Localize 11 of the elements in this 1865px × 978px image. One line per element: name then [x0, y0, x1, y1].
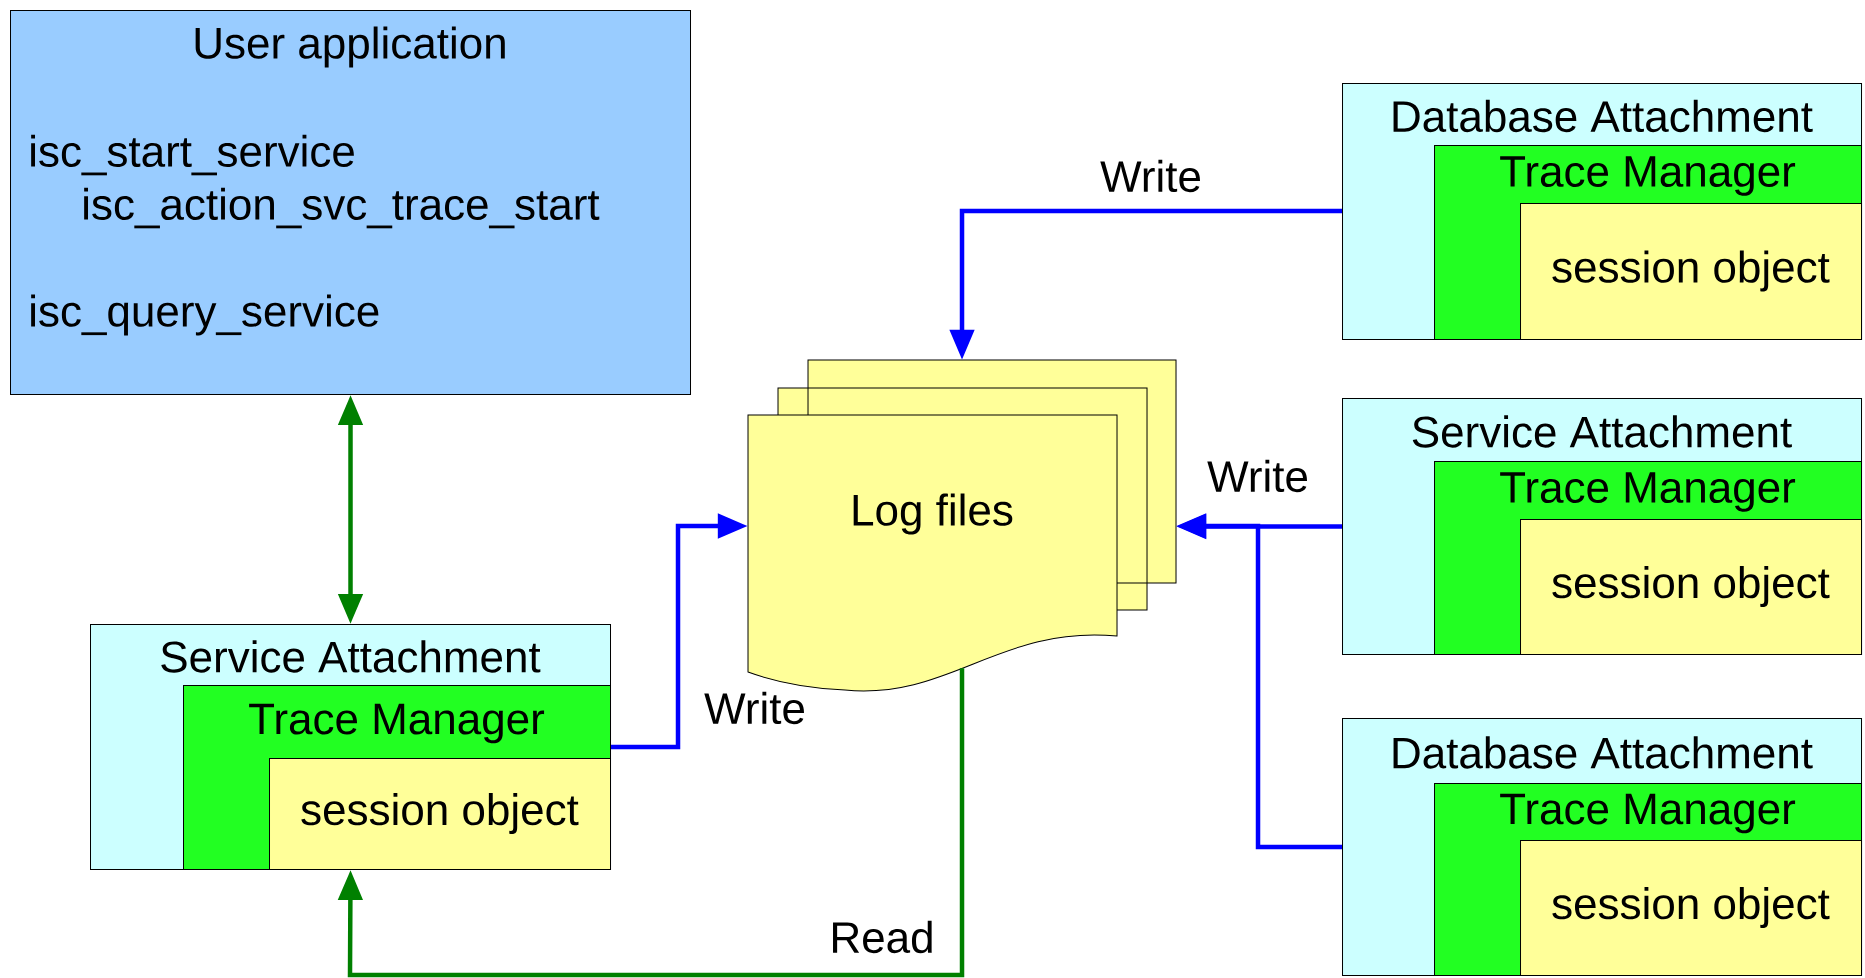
log-file-page: Log files: [747, 414, 1118, 692]
arrow: [337, 668, 965, 978]
edge-label: Write: [1205, 457, 1311, 495]
session-box: session object: [1520, 203, 1862, 340]
session-box: session object: [1520, 840, 1862, 976]
edge-label: Write: [702, 689, 808, 727]
session-box: session object: [1520, 519, 1862, 655]
session-box: session object: [269, 758, 611, 870]
edge-label: Write: [1098, 157, 1204, 195]
application-box: User application isc_start_service isc_action_svc_trace_start isc_query_service: [10, 10, 691, 395]
edge-label: Read: [827, 918, 937, 956]
